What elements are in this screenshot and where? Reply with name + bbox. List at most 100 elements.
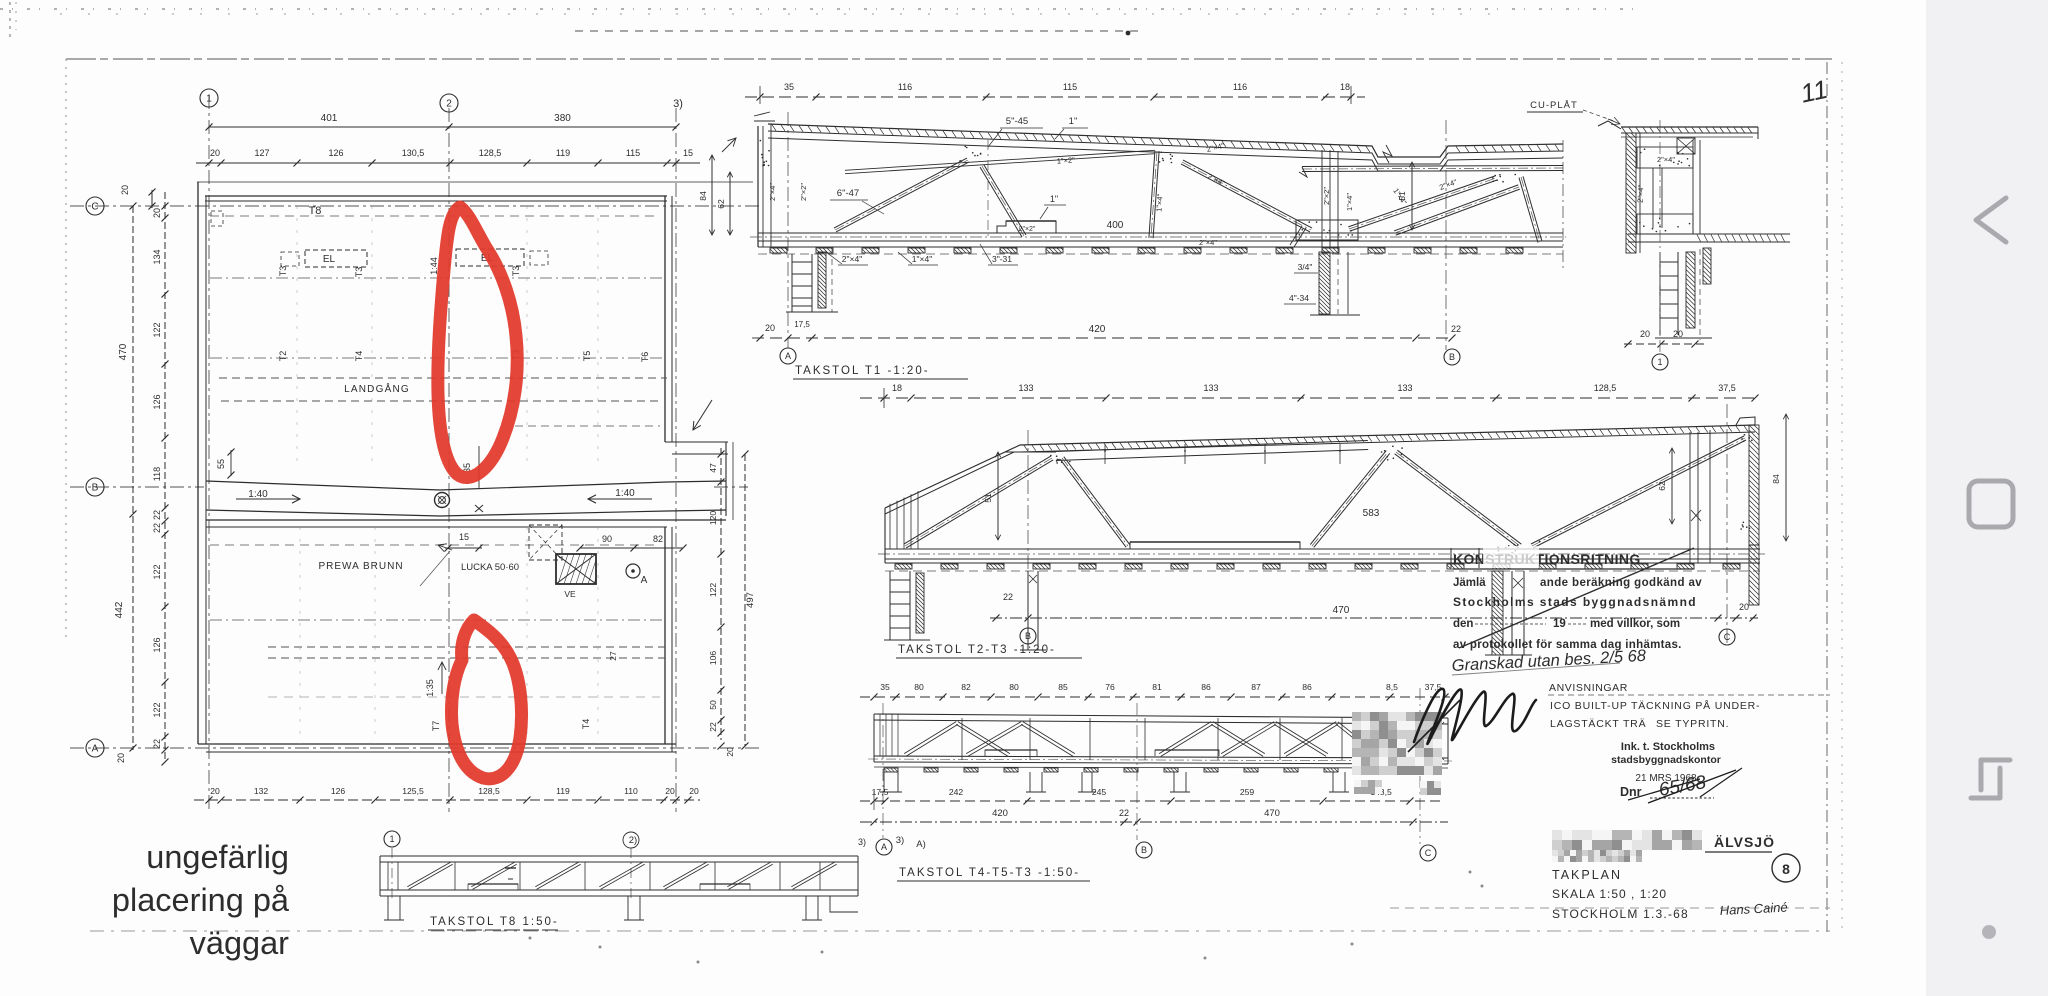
dim-label: 35	[880, 682, 890, 692]
dim-label: 420	[992, 808, 1008, 819]
dim-label: 259	[1240, 787, 1255, 797]
grid-bubble-label: A	[785, 351, 791, 361]
dim-label: 2)	[629, 835, 637, 846]
drawing-title: TAKSTOL T8 1:50-	[430, 916, 559, 928]
dim-label: 116	[1233, 82, 1247, 92]
part-label: CU-PLÅT	[1530, 100, 1578, 111]
part-label: 6"-47	[837, 188, 859, 199]
part-label: 1"	[1069, 116, 1078, 127]
dim-label: 22	[152, 523, 162, 533]
dim-label: 22	[708, 722, 718, 732]
plan-label: T7	[431, 721, 441, 732]
dim-label: 126	[328, 148, 343, 158]
note-line: placering på	[112, 882, 290, 918]
dim-label: 18	[1340, 82, 1350, 92]
dim-label: 20	[210, 786, 220, 796]
dim-label: 37,5	[1718, 383, 1736, 393]
signature-scribble	[1412, 687, 1538, 746]
stamp-text: Ink. t. Stockholms	[1621, 741, 1715, 753]
dim-label: 133	[1397, 383, 1412, 393]
dim-label: 20	[1640, 329, 1650, 339]
part-label: 1"×4"	[1345, 193, 1354, 211]
dim-label: 20	[1739, 602, 1749, 612]
android-navbar	[1926, 0, 2048, 996]
dim-label: 119	[556, 148, 570, 158]
plan-label: T4	[581, 719, 591, 730]
part-label: 2"×4"	[1206, 172, 1226, 188]
dim-label: 20	[689, 786, 699, 796]
grid-bubble-label: C	[91, 202, 98, 213]
stamp-text: SKALA 1:50 , 1:20	[1552, 887, 1667, 901]
drawing-title: TAKSTOL T2-T3 -1:20-	[898, 644, 1056, 656]
part-label: 3"-31	[992, 254, 1012, 264]
part-label: 2"×2"	[799, 183, 808, 201]
recents-icon[interactable]	[1968, 757, 2013, 801]
stamp-text: Stockholms stads byggnadsnämnd	[1453, 595, 1697, 609]
handwriting: Hans Cainé	[1719, 899, 1788, 918]
slope-label: 1:40	[248, 489, 268, 500]
plan-label: T3	[278, 266, 288, 277]
dim-label: 20	[665, 786, 675, 796]
dim-label: 118	[152, 467, 162, 481]
truss-t8-elevation: 1 2) 3) A) TAKSTOL T8 1:50-	[379, 830, 926, 931]
dim-label: 22	[152, 510, 162, 520]
grid-bubble-label: A	[881, 842, 887, 852]
part-label: 1"×2"	[1057, 155, 1076, 165]
dim-label: 82	[653, 534, 663, 544]
dim-label: 130,5	[402, 148, 425, 158]
dim-label: 242	[949, 787, 964, 797]
dim-label: 20	[1673, 329, 1683, 339]
page-number: 11	[1798, 74, 1831, 109]
dim-label: 127	[254, 148, 269, 158]
dim-label: 245	[1092, 787, 1107, 797]
stamp-text: ande beräkning godkänd av	[1540, 577, 1702, 589]
dim-label: 380	[554, 113, 571, 124]
dim-label: 470	[118, 343, 129, 360]
wall-section-detail: CU-PLÅT 2"×4" 2"×4" 20 20 1	[1527, 100, 1790, 371]
part-label: 1"	[1050, 194, 1058, 204]
stamp-text: stadsbyggnadskontor	[1611, 754, 1721, 766]
back-icon[interactable]	[1973, 195, 2009, 245]
part-label: 1"×4"	[1154, 193, 1164, 212]
plan-label: T6	[640, 352, 650, 363]
dim-label: 20	[210, 148, 220, 158]
dim-label: 3)	[896, 835, 904, 846]
dim-label: 76	[1105, 682, 1115, 692]
dim-label: 27	[608, 651, 618, 661]
censored-mosaic	[1420, 781, 1441, 795]
note-line: ungefärlig	[146, 839, 289, 875]
dim-label: 37,5	[1425, 682, 1442, 692]
dim-label: 35	[784, 82, 794, 92]
grid-bubble-label: 2	[446, 99, 452, 110]
dim-label: 90	[602, 534, 612, 544]
dim-label: 22	[1451, 324, 1461, 334]
dim-label: 17,5	[872, 787, 889, 797]
grid-bubble-label: 1	[206, 94, 212, 105]
plan-label: LUCKA 50·60	[461, 562, 519, 573]
dim-label: 122	[152, 564, 162, 579]
part-label: 2"×2"	[1019, 226, 1036, 233]
plan-label: T5	[582, 351, 592, 362]
dim-label: 470	[1333, 605, 1350, 616]
home-icon[interactable]	[1966, 478, 2016, 530]
hide-navbar-dot[interactable]	[1982, 925, 1996, 939]
dim-label: 84	[1771, 474, 1781, 484]
drawing-title: TAKSTOL T1 -1:20-	[795, 365, 930, 377]
dim-label: 106	[708, 651, 718, 666]
stamp-text: LAGSTÄCKT TRÄ	[1550, 718, 1646, 730]
part-label: 2"×4"	[1636, 184, 1646, 203]
dim-label: 470	[1264, 808, 1280, 819]
plan-label: T4	[354, 351, 364, 362]
truss-t2-t3-elevation: 18 133 133 133 128,5 37,5	[860, 383, 1790, 659]
dim-label: 20	[116, 753, 126, 763]
title-block: ÄLVSJÖ TAKPLAN SKALA 1:50 , 1:20 STOCKHO…	[1552, 834, 1801, 921]
dim-label: 115	[1063, 82, 1077, 92]
dim-label: 20	[725, 747, 735, 757]
dim-label: 1:35	[425, 679, 435, 697]
dim-label: 126	[152, 637, 162, 652]
dim-label: 87	[1251, 682, 1261, 692]
floor-plan: 1 2 3) C B A 401 380 20 127 126 130,5 12…	[70, 88, 762, 812]
plan-label: EL	[323, 254, 336, 265]
stamp-text: av protokollet för samma dag inhämtas.	[1453, 639, 1682, 651]
